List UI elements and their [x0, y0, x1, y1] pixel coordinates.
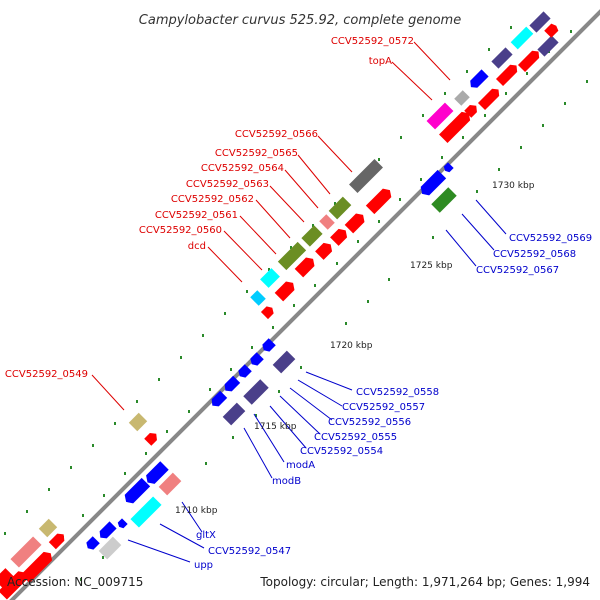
gene-label-ccv52592-0555[interactable]: CCV52592_0555 [314, 432, 397, 443]
gene-label-ccv52592-0558[interactable]: CCV52592_0558 [356, 387, 439, 398]
scale-label-1710: 1710 kbp [175, 506, 218, 516]
gene-features [0, 11, 559, 600]
gene-label-ccv52592-0572[interactable]: CCV52592_0572 [331, 36, 414, 47]
scale-label-1730: 1730 kbp [492, 181, 535, 191]
gene-label-ccv52592-0557[interactable]: CCV52592_0557 [342, 402, 425, 413]
map-title: Campylobacter curvus 525.92, complete ge… [139, 13, 461, 28]
scale-ticks [4, 26, 588, 581]
scale-label-1725: 1725 kbp [410, 261, 453, 271]
gene-label-ccv52592-0566[interactable]: CCV52592_0566 [235, 129, 318, 140]
scale-label-1720: 1720 kbp [330, 341, 373, 351]
gene-label-ccv52592-0568[interactable]: CCV52592_0568 [493, 249, 576, 260]
gene-label-ccv52592-0561[interactable]: CCV52592_0561 [155, 210, 238, 221]
accession-text: Accession: NC_009715 [7, 575, 143, 589]
gene-label-gltx[interactable]: gltX [196, 530, 216, 541]
gene-label-ccv52592-0569[interactable]: CCV52592_0569 [509, 233, 592, 244]
gene-label-dcd[interactable]: dcd [188, 241, 206, 252]
gene-label-ccv52592-0567[interactable]: CCV52592_0567 [476, 265, 559, 276]
gene-label-ccv52592-0547[interactable]: CCV52592_0547 [208, 546, 291, 557]
gene-label-ccv52592-0565[interactable]: CCV52592_0565 [215, 148, 298, 159]
gene-label-modb[interactable]: modB [272, 476, 301, 487]
label-leader-lines-blue [127, 199, 507, 563]
gene-label-ccv52592-0549[interactable]: CCV52592_0549 [5, 369, 88, 380]
gene-label-ccv52592-0554[interactable]: CCV52592_0554 [300, 446, 383, 457]
gene-label-ccv52592-0560[interactable]: CCV52592_0560 [139, 225, 222, 236]
gene-label-moda[interactable]: modA [286, 460, 315, 471]
gene-label-ccv52592-0562[interactable]: CCV52592_0562 [171, 194, 254, 205]
genome-summary-text: Topology: circular; Length: 1,971,264 bp… [259, 575, 590, 589]
gene-label-ccv52592-0556[interactable]: CCV52592_0556 [328, 417, 411, 428]
scale-label-1715: 1715 kbp [254, 422, 297, 432]
gene-label-topa[interactable]: topA [369, 56, 392, 67]
gene-label-upp[interactable]: upp [194, 560, 213, 571]
label-leader-lines [91, 41, 451, 411]
gene-label-ccv52592-0564[interactable]: CCV52592_0564 [201, 163, 284, 174]
gene-label-ccv52592-0563[interactable]: CCV52592_0563 [186, 179, 269, 190]
